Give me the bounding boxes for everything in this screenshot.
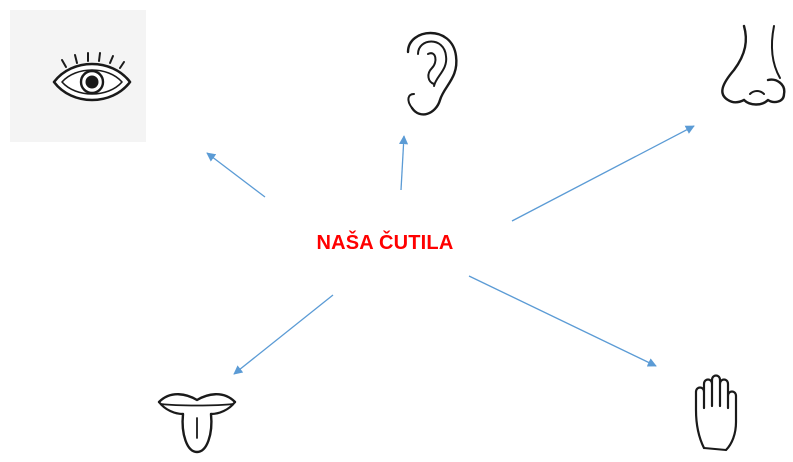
- arrow-to-ear: [399, 135, 409, 191]
- tongue-icon: [157, 393, 237, 454]
- hand-icon: [694, 374, 738, 452]
- ear-icon: [406, 31, 458, 116]
- arrow-to-nose: [511, 125, 695, 222]
- arrows-group: [206, 125, 695, 375]
- arrow-to-eye: [206, 152, 266, 198]
- arrow-to-hand: [468, 275, 657, 367]
- eye-icon: [52, 52, 132, 102]
- center-title: NAŠA ČUTILA: [316, 232, 454, 254]
- nose-icon: [721, 24, 786, 106]
- arrow-to-tongue: [233, 294, 334, 375]
